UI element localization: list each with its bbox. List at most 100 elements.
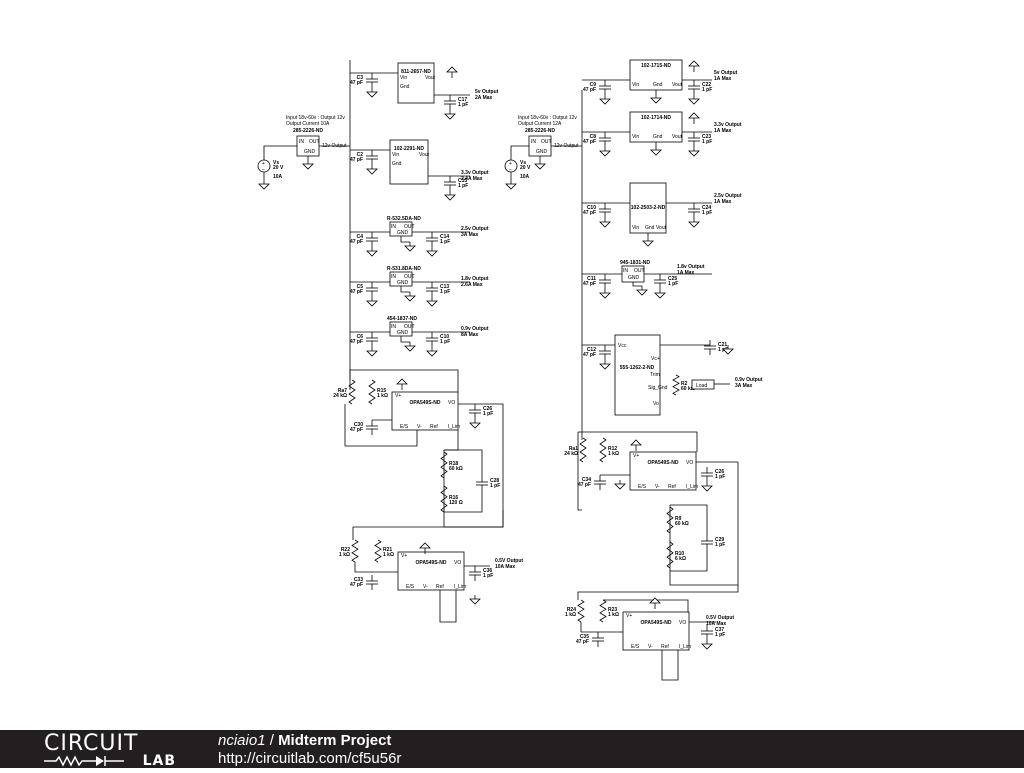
ground-triangle	[469, 422, 481, 429]
pin-label: GND	[397, 330, 409, 336]
spec-line: Output Current 12A	[518, 121, 562, 127]
regulator-part-number: 102-1714-ND	[641, 115, 671, 121]
opamp-package	[391, 391, 459, 431]
capacitor-value: 1 pF	[715, 632, 725, 638]
ground-triangle	[688, 221, 700, 228]
project-title[interactable]: Midterm Project	[278, 732, 392, 749]
pin-label: Vin	[632, 225, 639, 231]
ground-triangle	[366, 350, 378, 357]
output-label: 5v Output	[475, 89, 499, 95]
ground-triangle	[599, 150, 611, 157]
capacitor-value: 1 pF	[702, 139, 712, 145]
ground-triangle	[404, 345, 416, 352]
resistor-value: 60 kΩ	[681, 386, 695, 392]
capacitor-value: 47 pF	[350, 239, 363, 245]
ground-symbol	[444, 110, 456, 120]
source-name: Vs	[273, 160, 279, 166]
ground-symbol	[366, 297, 378, 307]
ground-triangle	[404, 245, 416, 252]
pin-label: Ref	[668, 484, 676, 490]
pin-label: Sig_Gnd	[648, 385, 668, 391]
resistor-ref: R18	[449, 461, 458, 467]
capacitor-ref: C21	[718, 342, 727, 348]
ground-symbol	[722, 345, 734, 355]
author-link[interactable]: nciaio1	[218, 732, 266, 749]
wire	[578, 431, 698, 452]
pin-label: I_Lim	[686, 484, 698, 490]
pin-label: Vo	[653, 401, 659, 407]
capacitor-value: 47 pF	[576, 639, 589, 645]
ground-symbol	[366, 347, 378, 357]
ground-triangle	[650, 97, 662, 104]
output-rating: 10A Max	[495, 564, 515, 570]
capacitor-ref: C37	[715, 627, 724, 633]
spec-line: Output Current 10A	[286, 121, 330, 127]
pin-label: Vin	[632, 82, 639, 88]
breadcrumb-separator: /	[265, 732, 279, 749]
capacitor-ref: C33	[354, 577, 363, 583]
load-box	[691, 379, 715, 390]
ground-symbol	[650, 94, 662, 104]
pin-label: Ref	[661, 644, 669, 650]
wire	[661, 650, 679, 681]
capacitor-ref: C3	[357, 75, 364, 81]
output-rating: 2A Max	[475, 95, 493, 101]
pin-label: V+	[633, 453, 639, 459]
ground-triangle	[444, 113, 456, 120]
wire	[352, 510, 504, 540]
ground-triangle	[366, 91, 378, 98]
ground-symbol	[636, 286, 648, 296]
supply-triangle	[688, 60, 700, 67]
pin-label: V-	[423, 584, 428, 590]
pin-label: Gnd	[400, 84, 410, 90]
supply-arrow-symbol	[446, 66, 458, 78]
capacitor-ref: C24	[702, 205, 711, 211]
output-label: 0.9v Output	[735, 377, 763, 383]
ground-symbol	[650, 146, 662, 156]
resistor-value: 1 kΩ	[377, 393, 388, 399]
circuitlab-logo[interactable]: CIRCUIT LAB	[44, 733, 176, 769]
source-name: Vs	[520, 160, 526, 166]
output-label: 0.5V Output	[495, 558, 523, 564]
ground-symbol	[404, 292, 416, 302]
logo-lab-text: LAB	[142, 753, 176, 769]
output-label: 2.5v Output	[714, 193, 742, 199]
output-label: 3.3v Output	[461, 170, 489, 176]
wire	[510, 145, 529, 156]
ground-symbol	[444, 191, 456, 201]
opamp-package	[397, 551, 465, 591]
supply-triangle	[630, 439, 642, 446]
capacitor-value: 47 pF	[350, 80, 363, 86]
ground-triangle	[688, 150, 700, 157]
resistor-value: 1 kΩ	[339, 552, 350, 558]
pin-label: GND	[304, 149, 316, 155]
share-url[interactable]: http://circuitlab.com/cf5u56r	[218, 750, 402, 767]
ground-symbol	[469, 419, 481, 429]
wire	[670, 504, 708, 535]
pin-label: IN	[299, 139, 304, 145]
wire	[666, 506, 674, 534]
pin-label: VO	[454, 560, 461, 566]
output-label: 0.9v Output	[461, 326, 489, 332]
pin-label: Vout	[672, 134, 683, 140]
ground-symbol	[599, 218, 611, 228]
pin-label: V+	[626, 613, 632, 619]
ground-triangle	[654, 292, 666, 299]
capacitor-ref: C12	[587, 347, 596, 353]
